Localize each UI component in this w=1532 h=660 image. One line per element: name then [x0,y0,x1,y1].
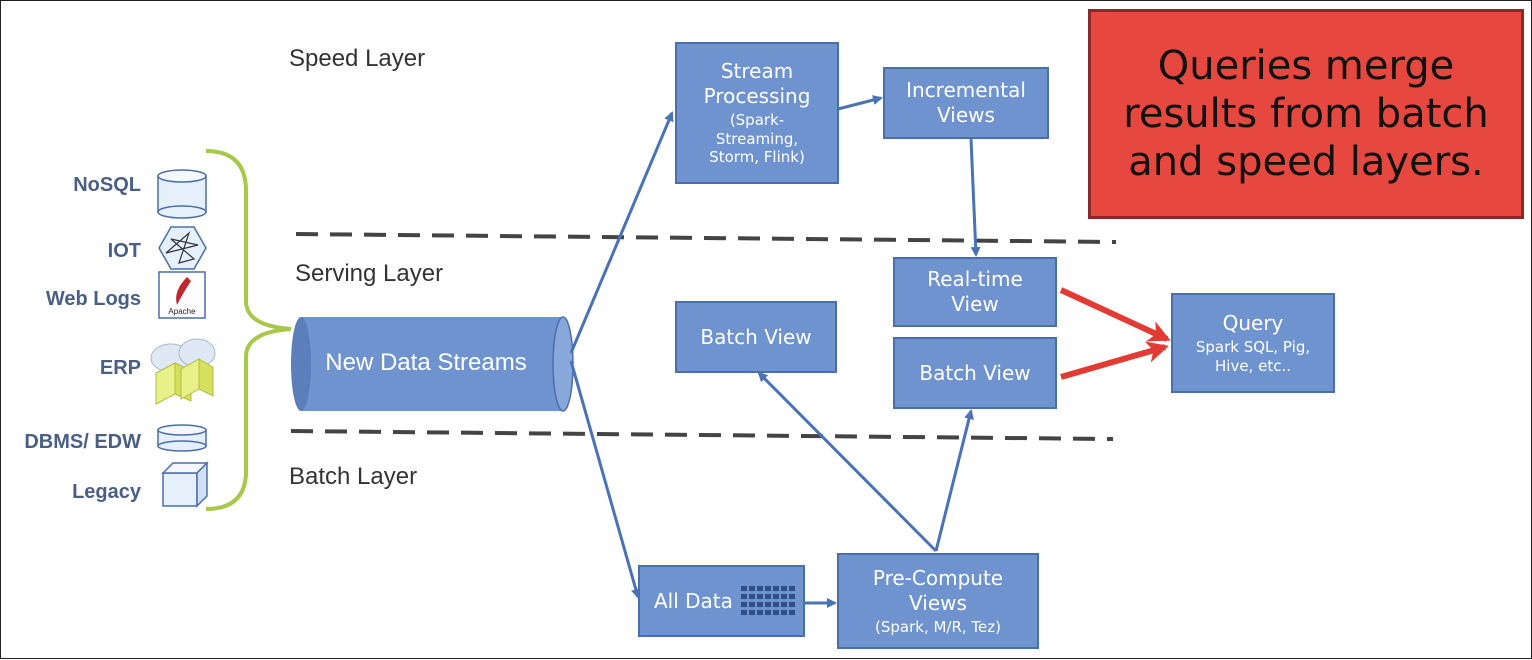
sources-bracket [205,149,292,511]
source-dbms-edw-label: DBMS/ EDW [24,431,141,453]
stream-processing-title: Stream Processing [703,58,811,108]
stream-processing-subtitle: (Spark-Streaming, Storm, Flink) [709,110,805,167]
batch-view-left-title: Batch View [700,324,812,349]
source-erp-label: ERP [99,357,141,379]
merge-callout-text: Queries merge results from batch and spe… [1123,43,1489,185]
precompute-views-title: Pre-Compute Views [872,565,1004,615]
realtime-view-box: Real-time View [893,257,1057,327]
data-grid-icon [740,586,795,615]
precompute-views-box: Pre-Compute Views (Spark, M/R, Tez) [837,553,1039,649]
all-data-title: All Data [654,588,733,613]
source-weblogs-label: Web Logs [45,288,141,310]
query-title: Query [1222,310,1284,335]
precompute-views-subtitle: (Spark, M/R, Tez) [875,617,1001,636]
stream-processing-box: Stream Processing (Spark-Streaming, Stor… [675,42,839,184]
arrow-precompute-to-batchview-serving [934,409,974,552]
arrow-realtime-to-query [1059,287,1171,342]
query-box: Query Spark SQL, Pig, Hive, etc.. [1171,293,1335,393]
source-nosql-label: NoSQL [73,174,141,196]
incremental-views-box: Incremental Views [883,67,1049,139]
arrow-precompute-to-batchview-left [757,371,938,553]
arrow-incremental-to-realtime [969,138,981,257]
incremental-views-title: Incremental Views [906,78,1026,127]
erp-cloud-boxes-icon [150,338,216,405]
batch-view-left-box: Batch View [675,301,837,373]
network-icon [158,226,207,270]
database-icon [157,169,207,219]
new-data-streams-cylinder [291,316,574,412]
speed-serving-separator [295,232,1117,244]
serving-batch-separator [290,429,1114,441]
merge-callout: Queries merge results from batch and spe… [1088,9,1524,219]
query-subtitle: Spark SQL, Pig, Hive, etc.. [1195,337,1311,375]
arrow-stream-to-batch [569,360,641,599]
batch-layer-label: Batch Layer [289,463,418,490]
svg-text:Apache: Apache [168,307,196,316]
new-data-streams-label: New Data Streams [325,349,527,376]
serving-layer-label: Serving Layer [295,260,444,287]
realtime-view-title: Real-time View [927,267,1023,316]
arrow-processing-to-incremental [837,95,883,111]
source-iot-label: IOT [107,240,141,262]
batch-view-serving-title: Batch View [919,360,1031,385]
legacy-cube-icon [161,461,209,508]
apache-feather-icon: Apache [158,271,206,319]
source-legacy-label: Legacy [72,481,141,503]
arrow-batchview-to-query [1060,341,1169,380]
arrow-stream-to-speed [569,111,674,354]
all-data-box: All Data [638,565,805,637]
speed-layer-label: Speed Layer [289,45,426,72]
edw-database-icon [157,424,207,452]
batch-view-serving-box: Batch View [893,337,1057,409]
